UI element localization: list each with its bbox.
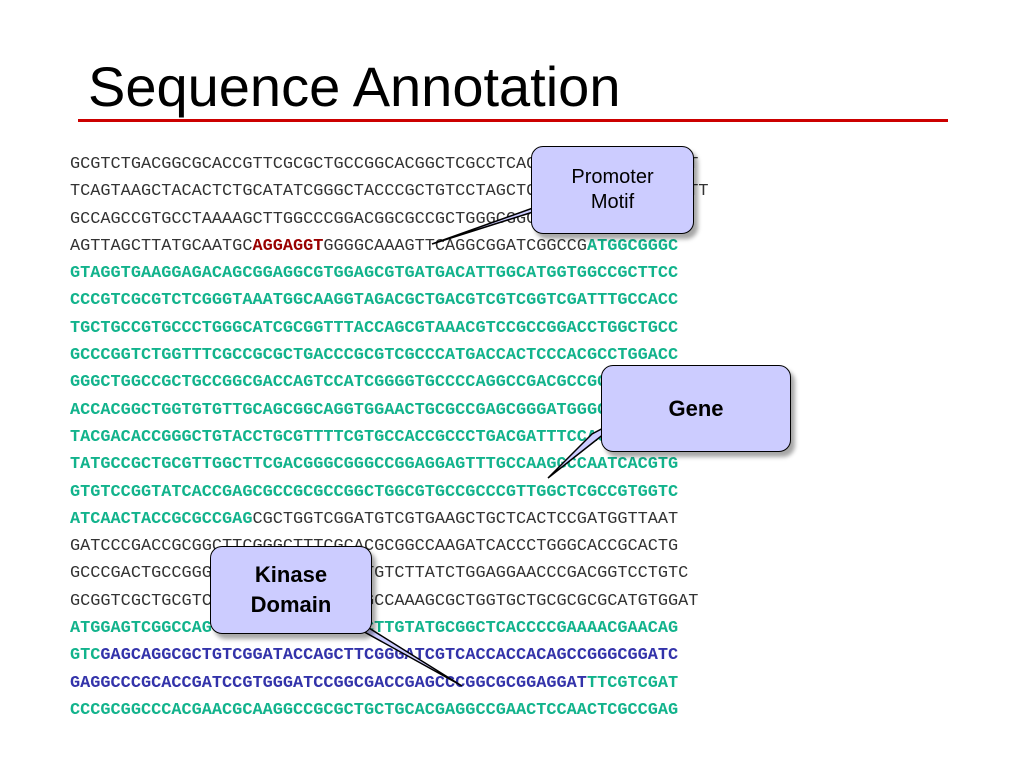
sequence-line: GATCCCGACCGCGGCTTCGGGCTTTCGCACGCGGCCAAGA… bbox=[70, 533, 950, 560]
sequence-line: AGTTAGCTTATGCAATGCAGGAGGTGGGGCAAAGTTCAGG… bbox=[70, 233, 950, 260]
sequence-segment-plain: GCCCGACTGCCGGGCCGGCACGCCGGCGCTGTCTTATCTG… bbox=[70, 564, 689, 584]
sequence-line: GAGGCCCGCACCGATCCGTGGGATCCGGCGACCGAGCCCG… bbox=[70, 670, 950, 697]
sequence-segment-gene: GTC bbox=[70, 646, 101, 666]
sequence-line: GGGCTGGCCGCTGCCGGCGACCAGTCCATCGGGGTGCCCC… bbox=[70, 369, 950, 396]
sequence-segment-gene: TACGACACCGGGCTGTACCTGCGTTTTCGTGCCACCGCCC… bbox=[70, 427, 669, 447]
sequence-line: CCCGTCGCGTCTCGGGTAAATGGCAAGGTAGACGCTGACG… bbox=[70, 287, 950, 314]
sequence-line: TGCTGCCGTGCCCTGGGCATCGCGGTTTACCAGCGTAAAC… bbox=[70, 315, 950, 342]
sequence-segment-gene: TGCTGCCGTGCCCTGGGCATCGCGGTTTACCAGCGTAAAC… bbox=[70, 318, 679, 338]
sequence-segment-plain: CGCTGGTCGGATGTCGTGAAGCTGCTCACTCCGATGGTTA… bbox=[252, 509, 679, 529]
sequence-segment-gene: ACCACGGCTGGTGTGTTGCAGCGGCAGGTGGAACTGCGCC… bbox=[70, 400, 669, 420]
sequence-line: GCCCGACTGCCGGGCCGGCACGCCGGCGCTGTCTTATCTG… bbox=[70, 560, 950, 587]
sequence-line: GCGTCTGACGGCGCACCGTTCGCGCTGCCGGCACGGCTCG… bbox=[70, 151, 950, 178]
sequence-segment-plain: GATCCCGACCGCGGCTTCGGGCTTTCGCACGCGGCCAAGA… bbox=[70, 537, 679, 557]
sequence-line: TACGACACCGGGCTGTACCTGCGTTTTCGTGCCACCGCCC… bbox=[70, 424, 950, 451]
sequence-segment-gene: GCCCGGTCTGGTTTCGCCGCGCTGACCCGCGTCGCCCATG… bbox=[70, 346, 679, 366]
sequence-segment-kinase: GAGGCCCGCACCGATCCGTGGGATCCGGCGACCGAGCCCG… bbox=[70, 673, 587, 693]
kinase-domain-callout: Kinase Domain bbox=[210, 546, 372, 634]
sequence-line: TATGCCGCTGCGTTGGCTTCGACGGGCGGGCCGGAGGAGT… bbox=[70, 451, 950, 478]
sequence-line: ACCACGGCTGGTGTGTTGCAGCGGCAGGTGGAACTGCGCC… bbox=[70, 397, 950, 424]
sequence-line: ATCAACTACCGCGCCGAGCGCTGGTCGGATGTCGTGAAGC… bbox=[70, 506, 950, 533]
sequence-line: GTGTCCGGTATCACCGAGCGCCGCGCCGGCTGGCGTGCCG… bbox=[70, 479, 950, 506]
sequence-segment-plain: GCGGTCGCTGCGTCTCGACCGCGCCACTGGCCAAAGCGCT… bbox=[70, 591, 699, 611]
sequence-segment-gene: ATGGCGGGC bbox=[586, 236, 679, 256]
sequence-line: GCGGTCGCTGCGTCTCGACCGCGCCACTGGCCAAAGCGCT… bbox=[70, 588, 950, 615]
gene-callout-label: Gene bbox=[668, 395, 724, 421]
sequence-segment-gene: ATCAACTACCGCGCCGAG bbox=[70, 509, 253, 529]
title-underline bbox=[78, 119, 948, 122]
sequence-segment-gene: TATGCCGCTGCGTTGGCTTCGACGGGCGGGCCGGAGGAGT… bbox=[70, 455, 679, 475]
sequence-line: CCCGCGGCCCACGAACGCAAGGCCGCGCTGCTGCACGAGG… bbox=[70, 697, 950, 724]
sequence-segment-gene: GTAGGTGAAGGAGACAGCGGAGGCGTGGAGCGTGATGACA… bbox=[70, 264, 679, 284]
sequence-segment-gene: CCCGCGGCCCACGAACGCAAGGCCGCGCTGCTGCACGAGG… bbox=[70, 700, 679, 720]
sequence-segment-plain: GGGGCAAAGTTCAGGCGGATCGGCCG bbox=[323, 236, 587, 256]
kinase-callout-line2: Domain bbox=[250, 592, 332, 617]
kinase-callout-line1: Kinase bbox=[254, 562, 328, 587]
dna-sequence: GCGTCTGACGGCGCACCGTTCGCGCTGCCGGCACGGCTCG… bbox=[70, 151, 950, 724]
sequence-segment-gene: GGGCTGGCCGCTGCCGGCGACCAGTCCATCGGGGTGCCCC… bbox=[70, 373, 689, 393]
sequence-segment-gene: ATGGAGTCGGCCAGCGAAGTGCTGCAGGACTTGTATGCGG… bbox=[70, 619, 679, 639]
promoter-callout-line2: Motif bbox=[590, 191, 635, 213]
sequence-line: TCAGTAAGCTACACTCTGCATATCGGGCTACCCGCTGTCC… bbox=[70, 178, 950, 205]
sequence-segment-plain: AGTTAGCTTATGCAATGC bbox=[70, 236, 253, 256]
sequence-segment-gene: CCCGTCGCGTCTCGGGTAAATGGCAAGGTAGACGCTGACG… bbox=[70, 291, 679, 311]
sequence-line: GCCAGCCGTGCCTAAAAGCTTGGCCCGGACGGCGCCGCTG… bbox=[70, 206, 950, 233]
sequence-segment-gene: TTCGTCGAT bbox=[586, 673, 679, 693]
slide-title: Sequence Annotation bbox=[88, 55, 621, 118]
sequence-segment-promoter: AGGAGGT bbox=[252, 236, 324, 256]
sequence-segment-gene: GTGTCCGGTATCACCGAGCGCCGCGCCGGCTGGCGTGCCG… bbox=[70, 482, 679, 502]
sequence-line: GTCGAGCAGGCGCTGTCGGATACCAGCTTCGGGATCGTCA… bbox=[70, 642, 950, 669]
sequence-segment-kinase: GAGCAGGCGCTGTCGGATACCAGCTTCGGGATCGTCACCA… bbox=[100, 646, 679, 666]
promoter-callout-line1: Promoter bbox=[571, 166, 654, 188]
sequence-line: ATGGAGTCGGCCAGCGAAGTGCTGCAGGACTTGTATGCGG… bbox=[70, 615, 950, 642]
promoter-motif-callout: Promoter Motif bbox=[531, 146, 694, 234]
sequence-line: GCCCGGTCTGGTTTCGCCGCGCTGACCCGCGTCGCCCATG… bbox=[70, 342, 950, 369]
sequence-line: GTAGGTGAAGGAGACAGCGGAGGCGTGGAGCGTGATGACA… bbox=[70, 260, 950, 287]
gene-callout: Gene bbox=[601, 365, 791, 452]
